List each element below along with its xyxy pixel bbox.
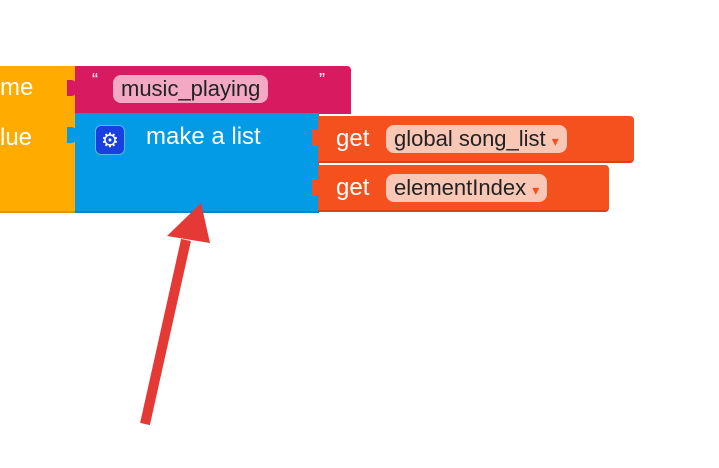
gear-icon[interactable]: ⚙ (95, 125, 125, 155)
variable-name: elementIndex (394, 175, 527, 200)
connector-tab (67, 80, 77, 96)
variable-dropdown[interactable]: elementIndex ▾ (386, 174, 548, 202)
dropdown-arrow-icon: ▾ (551, 133, 559, 149)
arrow-shaft (140, 238, 191, 426)
variable-name: global song_list (394, 126, 546, 151)
get-block[interactable]: get elementIndex ▾ (312, 165, 609, 212)
arrow-head (167, 203, 210, 243)
get-keyword: get (336, 125, 370, 152)
open-quote: “ (92, 70, 98, 90)
set-block-label-value: lue (0, 124, 33, 151)
get-keyword: get (336, 174, 370, 201)
connector-tab (312, 179, 322, 195)
set-block-label-name: me (0, 74, 34, 101)
dropdown-arrow-icon: ▾ (532, 182, 540, 198)
text-field[interactable]: music_playing (113, 75, 269, 103)
get-block[interactable]: get global song_list ▾ (312, 116, 634, 163)
connector-tab (312, 130, 322, 146)
text-block[interactable]: “ music_playing ” (67, 66, 351, 114)
make-a-list-label: make a list (146, 123, 261, 150)
variable-dropdown[interactable]: global song_list ▾ (386, 125, 567, 153)
close-quote: ” (319, 70, 325, 90)
set-block[interactable]: me lue (0, 66, 76, 213)
connector-tab (67, 127, 77, 143)
